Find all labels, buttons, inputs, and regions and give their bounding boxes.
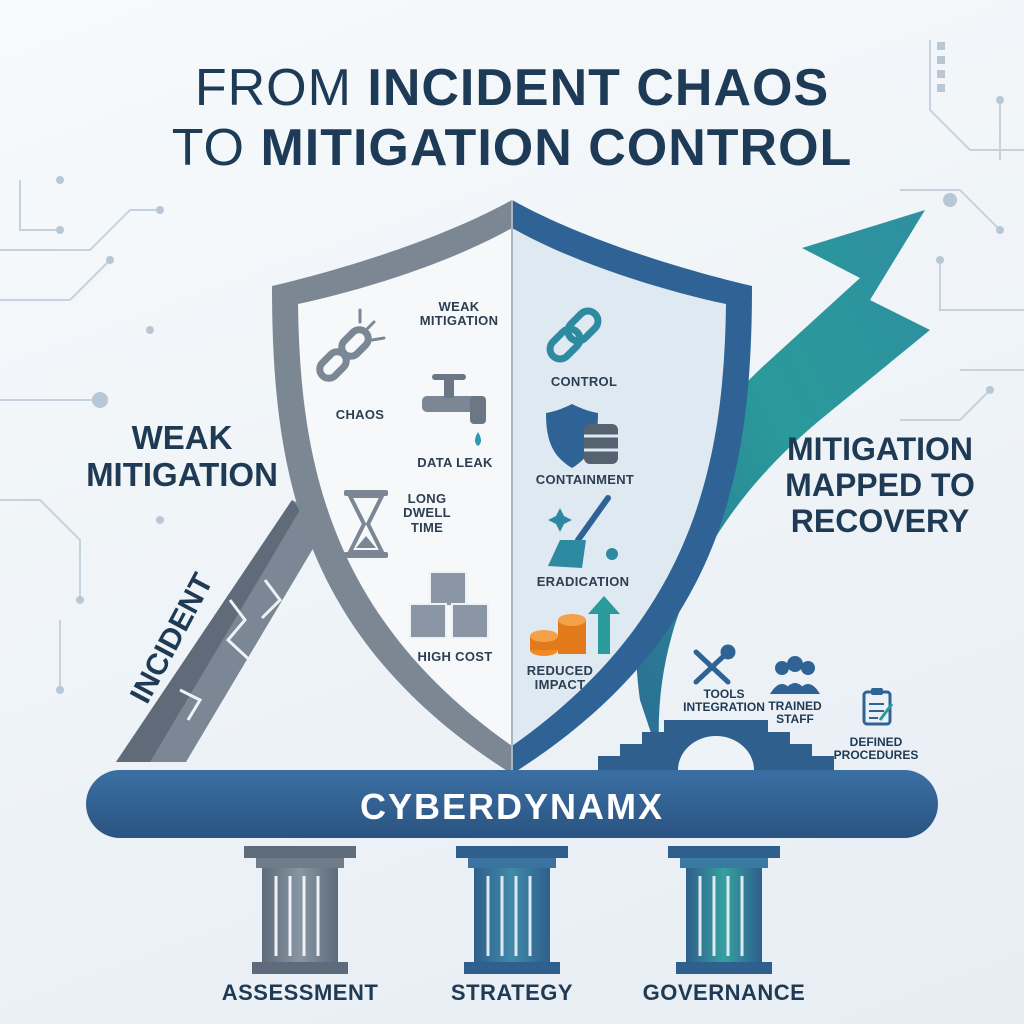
title-line-1: FROM INCIDENT CHAOS	[0, 58, 1024, 118]
chain-link-icon	[546, 307, 602, 363]
strategy-label: STRATEGY	[450, 980, 574, 1005]
containment-label: CONTAINMENT	[535, 472, 635, 487]
faucet-drip-icon	[422, 374, 486, 446]
brand-name: CYBERDYNAMX	[359, 786, 665, 827]
trained-staff-label: TRAINED STAFF	[768, 699, 822, 727]
incident-beam	[116, 500, 330, 762]
title-line-1-prefix: FROM	[194, 59, 352, 117]
pillar-strategy	[456, 846, 568, 974]
defined-procedures-label: DEFINED PROCEDURES	[833, 735, 919, 763]
tools-integration-label: TOOLS INTEGRATION	[683, 687, 765, 715]
title-line-2-bold: MITIGATION CONTROL	[260, 119, 853, 177]
up-arrow-icon	[636, 210, 930, 760]
chaos-label: CHAOS	[335, 407, 385, 422]
platform-arch	[678, 736, 754, 770]
circuit-lines	[0, 40, 1024, 690]
title-line-2-prefix: TO	[171, 119, 245, 177]
weak-mitigation-label: WEAK MITIGATION	[86, 419, 278, 493]
control-label: CONTROL	[550, 374, 618, 389]
tools-icon	[693, 644, 736, 685]
eradication-label: ERADICATION	[536, 574, 630, 589]
long-dwell-time-label: LONG DWELL TIME	[403, 491, 451, 535]
pillar-assessment	[244, 846, 356, 974]
reduced-impact-label: REDUCED IMPACT	[526, 663, 594, 693]
data-leak-label: DATA LEAK	[417, 455, 493, 470]
people-icon	[770, 656, 820, 694]
pillar-governance	[668, 846, 780, 974]
boxes-icon	[409, 571, 489, 639]
governance-label: GOVERNANCE	[642, 980, 806, 1005]
recovery-label: MITIGATION MAPPED TO RECOVERY	[785, 431, 975, 539]
title-line-2: TO MITIGATION CONTROL	[0, 118, 1024, 178]
high-cost-label: HIGH COST	[417, 649, 493, 664]
coins-arrow-icon	[530, 596, 620, 656]
shield-database-icon	[546, 404, 618, 468]
clipboard-icon	[862, 688, 894, 726]
title-line-1-bold: INCIDENT CHAOS	[367, 59, 830, 117]
assessment-label: ASSESSMENT	[221, 980, 379, 1005]
brand-bar	[86, 770, 938, 838]
shield-left-header: WEAK MITIGATION	[419, 299, 499, 329]
hourglass-icon	[344, 490, 388, 558]
broom-icon	[548, 495, 618, 568]
broken-chain-icon	[316, 308, 386, 382]
